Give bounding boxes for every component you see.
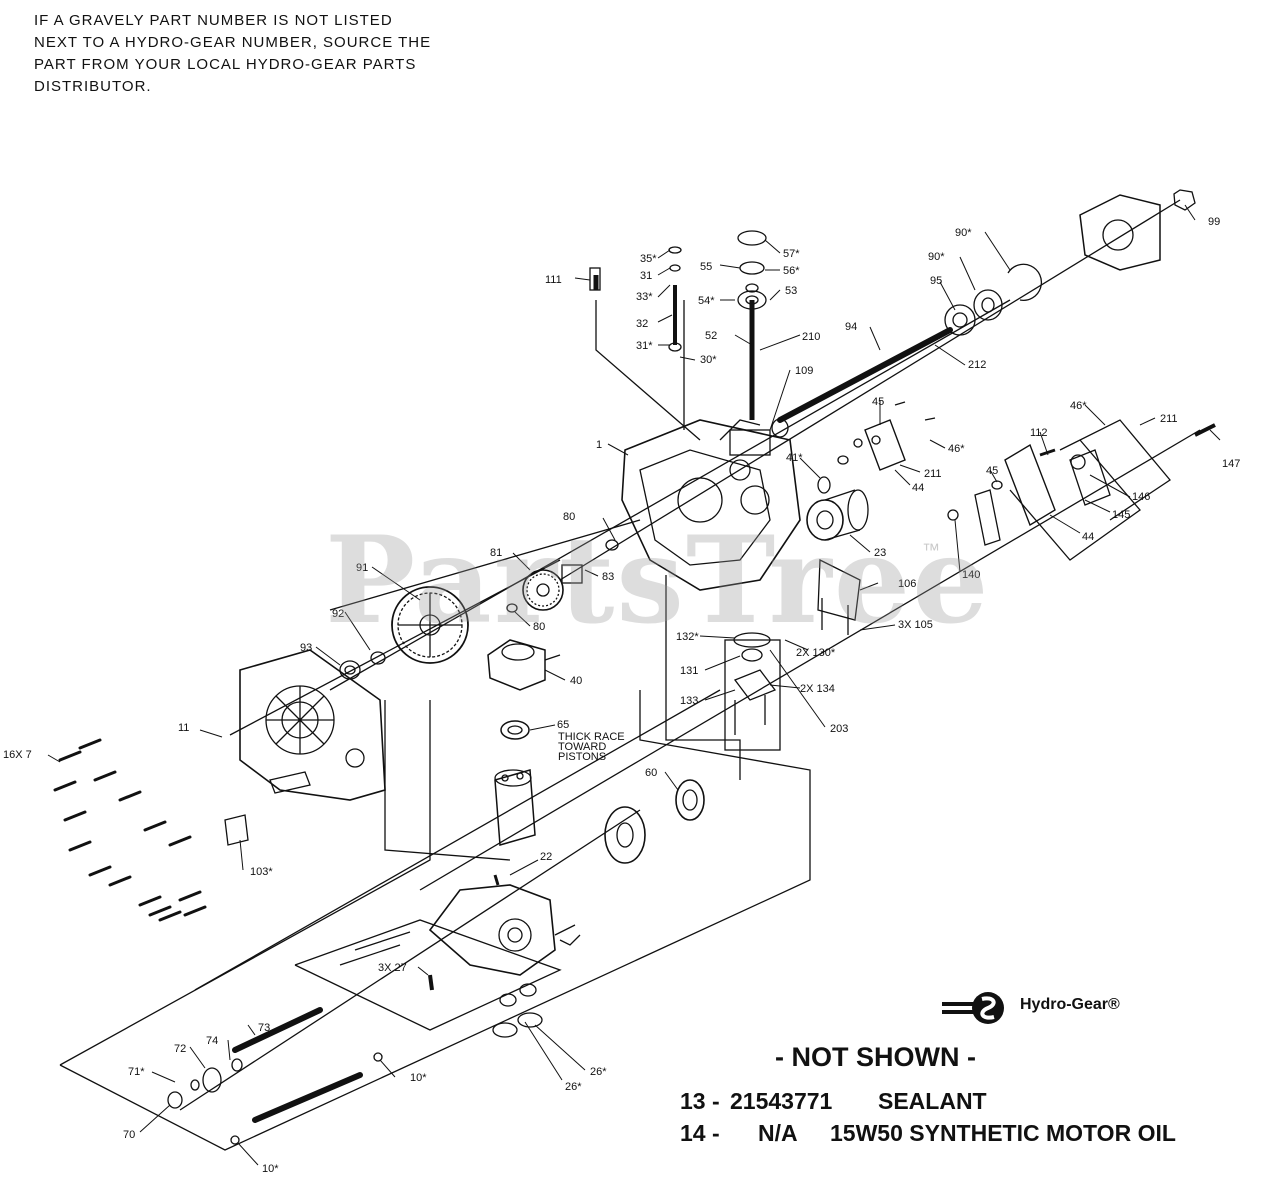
- part-callout-83: 83: [602, 571, 614, 583]
- part-callout-106: 106: [898, 578, 916, 590]
- note-line: distributor.: [34, 78, 152, 95]
- part-callout-10a: 10*: [410, 1072, 427, 1084]
- not-shown-item-desc: 15W50 SYNTHETIC MOTOR OIL: [830, 1120, 1176, 1146]
- note-line: If a Gravely part number is not listed: [34, 12, 393, 29]
- hydro-gear-logo-icon: [942, 992, 1004, 1024]
- not-shown-item-number: 14 -: [680, 1120, 720, 1146]
- part-callout-211b: 211: [1160, 413, 1178, 425]
- part-callout-46b: 46*: [1070, 400, 1087, 412]
- part-callout-45b: 45: [986, 465, 998, 477]
- part-callout-109: 109: [795, 365, 813, 377]
- part-callout-133: 133: [680, 695, 698, 707]
- hydro-gear-logo-text: Hydro-Gear®: [1020, 996, 1120, 1013]
- part-callout-203: 203: [830, 723, 848, 735]
- part-callout-73: 73: [258, 1022, 270, 1034]
- part-callout-22: 22: [540, 851, 552, 863]
- part-callout-70: 70: [123, 1129, 135, 1141]
- part-callout-80a: 80: [563, 511, 575, 523]
- part-callout-30: 30*: [700, 354, 717, 366]
- part-callout-103: 103*: [250, 866, 273, 878]
- part-callout-40: 40: [570, 675, 582, 687]
- part-callout-99: 99: [1208, 216, 1220, 228]
- part-callout-57: 57*: [783, 248, 800, 260]
- source-note: If a Gravely part number is not listed n…: [34, 10, 474, 98]
- part-callout-112: 112: [1030, 427, 1048, 439]
- not-shown-item-part: 21543771: [730, 1088, 833, 1114]
- part-callout-95: 95: [930, 275, 942, 287]
- drawing-lines: [47, 189, 1221, 1166]
- part-callout-33: 33*: [636, 291, 653, 303]
- part-callout-41: 41*: [786, 452, 803, 464]
- part-callout-90b: 90*: [928, 251, 945, 263]
- part-callout-72: 72: [174, 1043, 186, 1055]
- part-callout-thick2: TOWARD: [558, 741, 606, 753]
- part-callout-210: 210: [802, 331, 820, 343]
- note-line: part from your local Hydro-Gear parts: [34, 56, 417, 73]
- part-callout-10b: 10*: [262, 1163, 279, 1175]
- not-shown-item-part: N/A: [758, 1120, 798, 1146]
- part-callout-65: 65: [557, 719, 569, 731]
- part-callout-211a: 211: [924, 468, 942, 480]
- part-callout-23: 23: [874, 547, 886, 559]
- part-callout-54: 54*: [698, 295, 715, 307]
- part-callout-46a: 46*: [948, 443, 965, 455]
- part-callout-147: 147: [1222, 458, 1240, 470]
- part-callout-134: 2X 134: [800, 683, 835, 695]
- part-callout-111: 111: [545, 274, 562, 286]
- part-callout-31a: 31: [640, 270, 652, 282]
- part-callout-thick1: THICK RACE: [558, 731, 625, 743]
- part-callout-92: 92: [332, 608, 344, 620]
- part-callout-1: 1: [596, 439, 602, 451]
- part-callout-93: 93: [300, 642, 312, 654]
- part-callout-3x27: 3X 27: [378, 962, 407, 974]
- note-line: next to a Hydro-Gear number, source the: [34, 34, 432, 51]
- part-callout-94: 94: [845, 321, 857, 333]
- part-callout-146: 146: [1132, 491, 1150, 503]
- not-shown-heading: - NOT SHOWN -: [775, 1042, 976, 1072]
- part-callout-80b: 80: [533, 621, 545, 633]
- part-callout-145: 145: [1112, 509, 1130, 521]
- part-callout-26a: 26*: [590, 1066, 607, 1078]
- part-callout-74: 74: [206, 1035, 218, 1047]
- part-callout-81: 81: [490, 547, 502, 559]
- part-callout-60: 60: [645, 767, 657, 779]
- part-callout-thick3: PISTONS: [558, 751, 606, 763]
- part-callout-55: 55: [700, 261, 712, 273]
- part-callout-16x7: 16X 7: [3, 749, 32, 761]
- part-callout-105: 3X 105: [898, 619, 933, 631]
- part-callout-44a: 44: [912, 482, 924, 494]
- part-callout-90a: 90*: [955, 227, 972, 239]
- part-callout-91: 91: [356, 562, 368, 574]
- part-callout-26b: 26*: [565, 1081, 582, 1093]
- part-callout-11: 11: [178, 722, 189, 734]
- not-shown-item-desc: SEALANT: [878, 1088, 987, 1114]
- part-callout-130: 2X 130*: [796, 647, 836, 659]
- part-callout-212: 212: [968, 359, 986, 371]
- part-callout-71: 71*: [128, 1066, 145, 1078]
- part-callout-32: 32: [636, 318, 648, 330]
- part-callout-31b: 31*: [636, 340, 653, 352]
- not-shown-item-number: 13 -: [680, 1088, 720, 1114]
- part-callout-131: 131: [680, 665, 698, 677]
- part-callout-52: 52: [705, 330, 717, 342]
- part-callout-53: 53: [785, 285, 797, 297]
- part-callout-45a: 45: [872, 396, 884, 408]
- part-callout-140: 140: [962, 569, 980, 581]
- part-callout-44b: 44: [1082, 531, 1094, 543]
- part-callout-35: 35*: [640, 253, 657, 265]
- part-callout-132: 132*: [676, 631, 699, 643]
- part-callout-56: 56*: [783, 265, 800, 277]
- watermark-trademark: ™: [922, 540, 940, 560]
